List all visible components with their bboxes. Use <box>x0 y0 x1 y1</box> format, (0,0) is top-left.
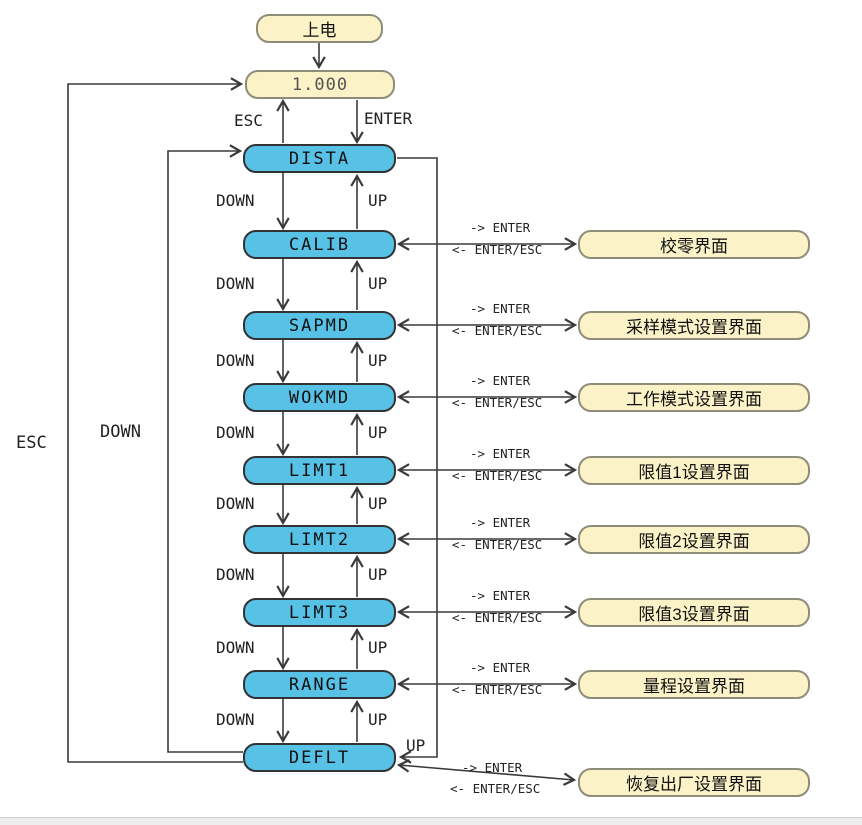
from-panel-label-range: <- ENTER/ESC <box>452 682 543 697</box>
up-label-2: UP <box>368 351 388 370</box>
panel-deflt: 恢复出厂设置界面 <box>578 768 810 797</box>
panel-limt1: 限值1设置界面 <box>578 456 810 485</box>
to-panel-label-limt1: -> ENTER <box>470 446 531 461</box>
down-label-0: DOWN <box>216 191 255 210</box>
down-label-7: DOWN <box>216 710 255 729</box>
enter-label-display: ENTER <box>364 109 413 128</box>
down-label-6: DOWN <box>216 638 255 657</box>
panel-wokmd: 工作模式设置界面 <box>578 383 810 412</box>
up-label-3: UP <box>368 423 388 442</box>
from-panel-label-limt3: <- ENTER/ESC <box>452 610 543 625</box>
down-label-3: DOWN <box>216 423 255 442</box>
display-node: 1.000 <box>245 70 395 99</box>
up-label-1: UP <box>368 274 388 293</box>
from-panel-label-calib: <- ENTER/ESC <box>452 242 543 257</box>
menu-node-sapmd: SAPMD <box>243 311 396 340</box>
menu-node-limt1: LIMT1 <box>243 456 396 485</box>
to-panel-label-deflt: -> ENTER <box>462 760 523 775</box>
to-panel-label-limt2: -> ENTER <box>470 515 531 530</box>
menu-node-range: RANGE <box>243 670 396 699</box>
edge-panel-deflt <box>396 759 577 786</box>
up-label-5: UP <box>368 565 388 584</box>
from-panel-label-limt2: <- ENTER/ESC <box>452 537 543 552</box>
edge-esc-loop-to-display <box>67 77 244 763</box>
down-label-2: DOWN <box>216 351 255 370</box>
menu-node-deflt: DEFLT <box>243 743 396 772</box>
edge-wrap-down-deflt-to-dista <box>167 144 243 753</box>
from-panel-label-wokmd: <- ENTER/ESC <box>452 395 543 410</box>
down-label-4: DOWN <box>216 494 255 513</box>
to-panel-label-wokmd: -> ENTER <box>470 373 531 388</box>
panel-sapmd: 采样模式设置界面 <box>578 311 810 340</box>
to-panel-label-range: -> ENTER <box>470 660 531 675</box>
esc-loop-label: ESC <box>16 433 47 453</box>
menu-node-dista: DISTA <box>243 144 396 173</box>
power-on-node: 上电 <box>256 14 383 43</box>
down-label-1: DOWN <box>216 274 255 293</box>
menu-node-calib: CALIB <box>243 230 396 259</box>
up-label-6: UP <box>368 638 388 657</box>
up-label-7: UP <box>368 710 388 729</box>
panel-limt3: 限值3设置界面 <box>578 598 810 627</box>
from-panel-label-deflt: <- ENTER/ESC <box>450 781 541 796</box>
esc-label-display: ESC <box>234 111 263 130</box>
up-label-4: UP <box>368 494 388 513</box>
menu-node-limt2: LIMT2 <box>243 525 396 554</box>
from-panel-label-sapmd: <- ENTER/ESC <box>452 323 543 338</box>
to-panel-label-sapmd: -> ENTER <box>470 301 531 316</box>
edge-wrap-up-dista-to-deflt <box>397 157 438 764</box>
panel-limt2: 限值2设置界面 <box>578 525 810 554</box>
up-label-0: UP <box>368 191 388 210</box>
from-panel-label-limt1: <- ENTER/ESC <box>452 468 543 483</box>
menu-node-wokmd: WOKMD <box>243 383 396 412</box>
to-panel-label-limt3: -> ENTER <box>470 588 531 603</box>
menu-node-limt3: LIMT3 <box>243 598 396 627</box>
panel-calib: 校零界面 <box>578 230 810 259</box>
down-label-5: DOWN <box>216 565 255 584</box>
to-panel-label-calib: -> ENTER <box>470 220 531 235</box>
wrap-down-label: DOWN <box>100 422 141 442</box>
page-bottom-edge <box>0 817 862 825</box>
panel-range: 量程设置界面 <box>578 670 810 699</box>
wrap-up-label: UP <box>406 736 426 755</box>
